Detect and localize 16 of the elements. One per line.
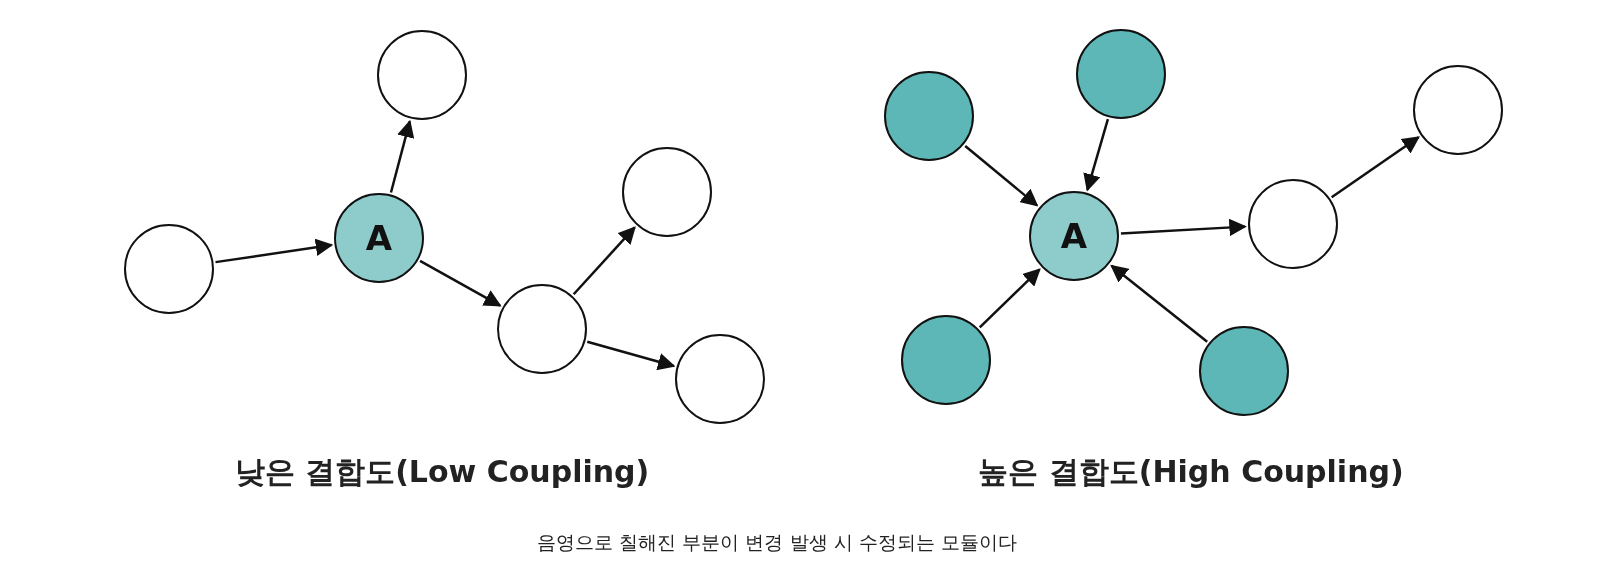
arrow xyxy=(1110,264,1208,343)
module-circle: A xyxy=(334,193,424,283)
arrow xyxy=(572,226,636,296)
arrow xyxy=(419,259,502,307)
arrow xyxy=(1120,218,1247,237)
diagram-label: 낮은 결합도(Low Coupling) xyxy=(234,453,650,491)
arrow xyxy=(978,268,1041,329)
arrow xyxy=(1330,136,1420,199)
arrow xyxy=(1083,118,1110,192)
arrow xyxy=(964,145,1039,207)
arrow xyxy=(215,238,334,264)
caption: 음영으로 칠해진 부분이 변경 발생 시 수정되는 모듈이다 xyxy=(537,530,1017,555)
arrow xyxy=(389,119,415,193)
arrow xyxy=(586,340,676,371)
module-circle: A xyxy=(1029,191,1119,281)
diagram-label: 높은 결합도(High Coupling) xyxy=(978,453,1404,491)
